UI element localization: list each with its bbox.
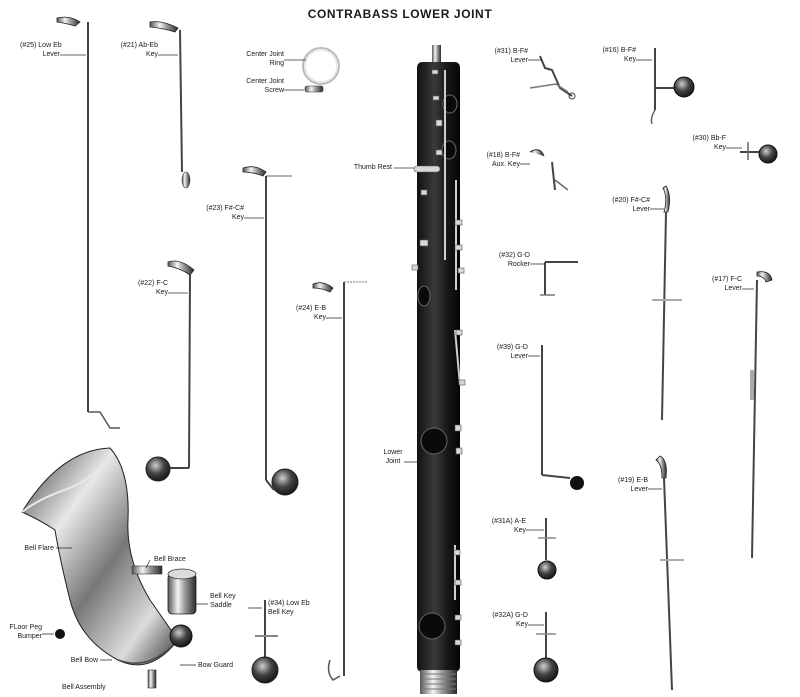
bell-assembly-part [21, 447, 197, 689]
fs-cs-lever-part [652, 185, 682, 421]
b-fs-aux-key-part [529, 149, 569, 191]
f-c-lever-part [750, 271, 773, 559]
floor-peg-bumper-part [55, 629, 65, 639]
b-fs-key-part [650, 48, 695, 125]
label-bell-brace: Bell Brace [154, 556, 186, 563]
label-bow-guard: Bow Guard [198, 662, 234, 669]
label-fs-cs-lever: (#20) F#-C#Lever [612, 197, 650, 213]
bb-f-key-part [740, 142, 778, 164]
e-b-lever-part [655, 455, 684, 691]
a-e-key-part [537, 518, 557, 580]
label-bell-assembly: Bell Assembly [62, 684, 106, 691]
g-d-lever-part [541, 345, 584, 490]
label-b-fs-aux-key: (#18) B-F#Aux. Key [486, 152, 520, 168]
g-d-rocker-part [540, 261, 578, 296]
label-b-fs-key: (#16) B-F#Key [602, 47, 636, 63]
label-bell-bow: Bell Bow [70, 657, 98, 664]
lower-joint-body [411, 45, 466, 694]
g-d-key-part [533, 612, 559, 683]
low-eb-bell-key-part [251, 600, 279, 684]
leader-lines [42, 54, 754, 666]
fs-cs-key-part [242, 166, 299, 496]
label-fs-cs-key: (#23) F#-C#Key [206, 205, 244, 221]
label-b-fs-lever: (#31) B-F#Lever [494, 48, 528, 64]
low-eb-lever-part [56, 16, 120, 429]
f-c-key-part [145, 260, 195, 482]
diagram-title: CONTRABASS LOWER JOINT [307, 7, 493, 21]
label-thumb-rest: Thumb Rest [353, 164, 392, 171]
center-joint-ring-part [302, 47, 340, 93]
ab-eb-key-part [149, 21, 191, 189]
e-b-key-part [312, 281, 368, 681]
label-bell-flare: Bell Flare [24, 545, 54, 552]
b-fs-lever-part [529, 55, 576, 100]
